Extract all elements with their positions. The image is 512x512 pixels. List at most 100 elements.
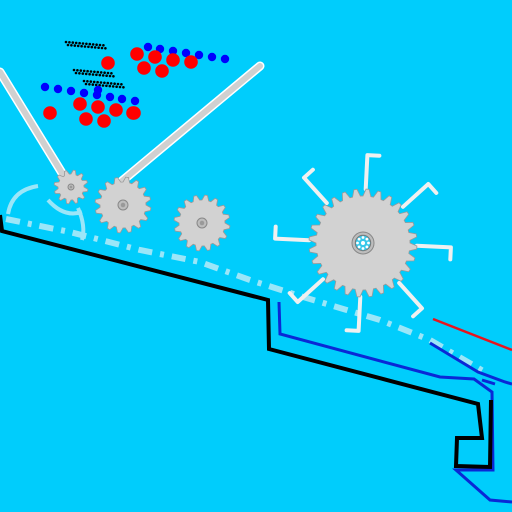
blue-ball-icon xyxy=(207,52,217,62)
black-dot-icon xyxy=(93,46,97,49)
black-dot-icon xyxy=(96,70,100,74)
black-dot-icon xyxy=(86,69,89,73)
large-gear-spikes xyxy=(273,153,453,333)
red-ball-icon xyxy=(148,50,162,64)
black-dot-icon xyxy=(113,82,116,85)
black-dot-icon xyxy=(93,70,96,74)
black-dot-icon xyxy=(71,41,75,44)
black-dot-icon xyxy=(120,83,123,86)
gear-spike xyxy=(401,182,439,209)
gear-spike xyxy=(397,281,424,319)
black-dot-icon xyxy=(89,80,93,83)
blue-ball-icon xyxy=(130,96,140,106)
black-dot-icon xyxy=(112,75,115,78)
blue-ball-group xyxy=(40,42,230,106)
black-dot-icon xyxy=(111,85,115,88)
black-dot-icon xyxy=(95,73,98,77)
blue-ball-icon xyxy=(105,92,115,102)
black-dot-icon xyxy=(122,86,125,89)
black-dot-cluster xyxy=(64,40,125,89)
black-dot-icon xyxy=(73,44,77,47)
gear-spike xyxy=(363,153,382,192)
black-dot-icon xyxy=(110,72,113,75)
blue-ball-icon xyxy=(194,50,204,60)
black-dot-icon xyxy=(108,74,112,78)
black-dot-icon xyxy=(68,41,71,44)
black-dot-icon xyxy=(66,43,70,47)
black-dot-icon xyxy=(97,46,100,49)
red-ball-icon xyxy=(79,112,93,126)
blue-ball-icon xyxy=(181,48,191,58)
black-dot-icon xyxy=(85,42,88,46)
arm-left[interactable] xyxy=(0,67,75,191)
black-dot-icon xyxy=(86,80,89,83)
black-dot-icon xyxy=(76,69,79,72)
black-dot-icon xyxy=(116,82,120,86)
blue-ball-icon xyxy=(40,82,50,92)
black-dot-icon xyxy=(84,72,88,76)
black-dot-icon xyxy=(90,45,94,49)
black-dot-icon xyxy=(98,83,101,87)
black-dot-icon xyxy=(108,84,112,88)
black-dot-icon xyxy=(83,45,87,48)
medium-gear-icon[interactable] xyxy=(173,194,231,252)
black-dot-icon xyxy=(92,80,96,84)
blue-ball-icon xyxy=(53,84,63,94)
black-dot-icon xyxy=(89,70,93,73)
dashed-track xyxy=(5,216,487,375)
black-dot-icon xyxy=(79,69,83,72)
black-dot-icon xyxy=(74,41,78,45)
red-ball-icon xyxy=(91,100,105,114)
black-dot-icon xyxy=(88,83,91,86)
black-dot-icon xyxy=(91,43,95,46)
red-ball-icon xyxy=(43,106,57,120)
gear-spike xyxy=(344,294,363,333)
black-dot-icon xyxy=(80,44,83,48)
black-dot-icon xyxy=(76,44,80,48)
dashed-arc-small xyxy=(46,198,86,241)
large-spiked-gear-icon[interactable] xyxy=(308,188,418,298)
red-ball-group xyxy=(43,47,198,128)
black-dot-icon xyxy=(103,81,106,85)
black-ramp-line xyxy=(0,214,493,470)
red-ball-icon xyxy=(73,97,87,111)
gear-spike xyxy=(273,224,312,243)
red-laser-line xyxy=(432,317,512,352)
red-ball-icon xyxy=(97,114,111,128)
black-dot-icon xyxy=(82,69,86,73)
black-dot-icon xyxy=(74,71,78,75)
black-dot-icon xyxy=(72,68,76,72)
red-ball-icon xyxy=(137,61,151,75)
black-dot-icon xyxy=(99,81,103,84)
black-dot-icon xyxy=(100,46,104,50)
black-dot-icon xyxy=(88,42,92,46)
medium-gear-icon[interactable] xyxy=(94,176,152,234)
blue-ball-icon xyxy=(117,94,127,104)
black-dot-icon xyxy=(99,71,103,74)
black-dot-icon xyxy=(98,43,102,47)
red-ball-icon xyxy=(184,55,198,69)
black-dot-icon xyxy=(95,43,98,46)
black-dot-icon xyxy=(81,42,85,45)
arm-right[interactable] xyxy=(117,61,265,186)
black-dot-icon xyxy=(115,85,118,88)
red-ball-icon xyxy=(166,53,180,67)
black-dot-icon xyxy=(82,79,86,83)
gear-spike xyxy=(302,167,329,205)
red-ball-icon xyxy=(155,64,169,78)
red-ball-icon xyxy=(130,47,144,61)
black-dot-icon xyxy=(101,84,105,87)
red-ball-icon xyxy=(101,56,115,70)
black-dot-icon xyxy=(84,82,88,86)
small-gear-icon[interactable] xyxy=(53,169,89,205)
black-dot-icon xyxy=(78,41,81,45)
blue-ball-icon xyxy=(143,42,153,52)
black-dot-icon xyxy=(91,83,95,86)
black-dot-icon xyxy=(109,82,113,85)
black-dot-icon xyxy=(105,74,108,77)
black-dot-icon xyxy=(102,44,105,47)
blue-ball-icon xyxy=(220,54,230,64)
